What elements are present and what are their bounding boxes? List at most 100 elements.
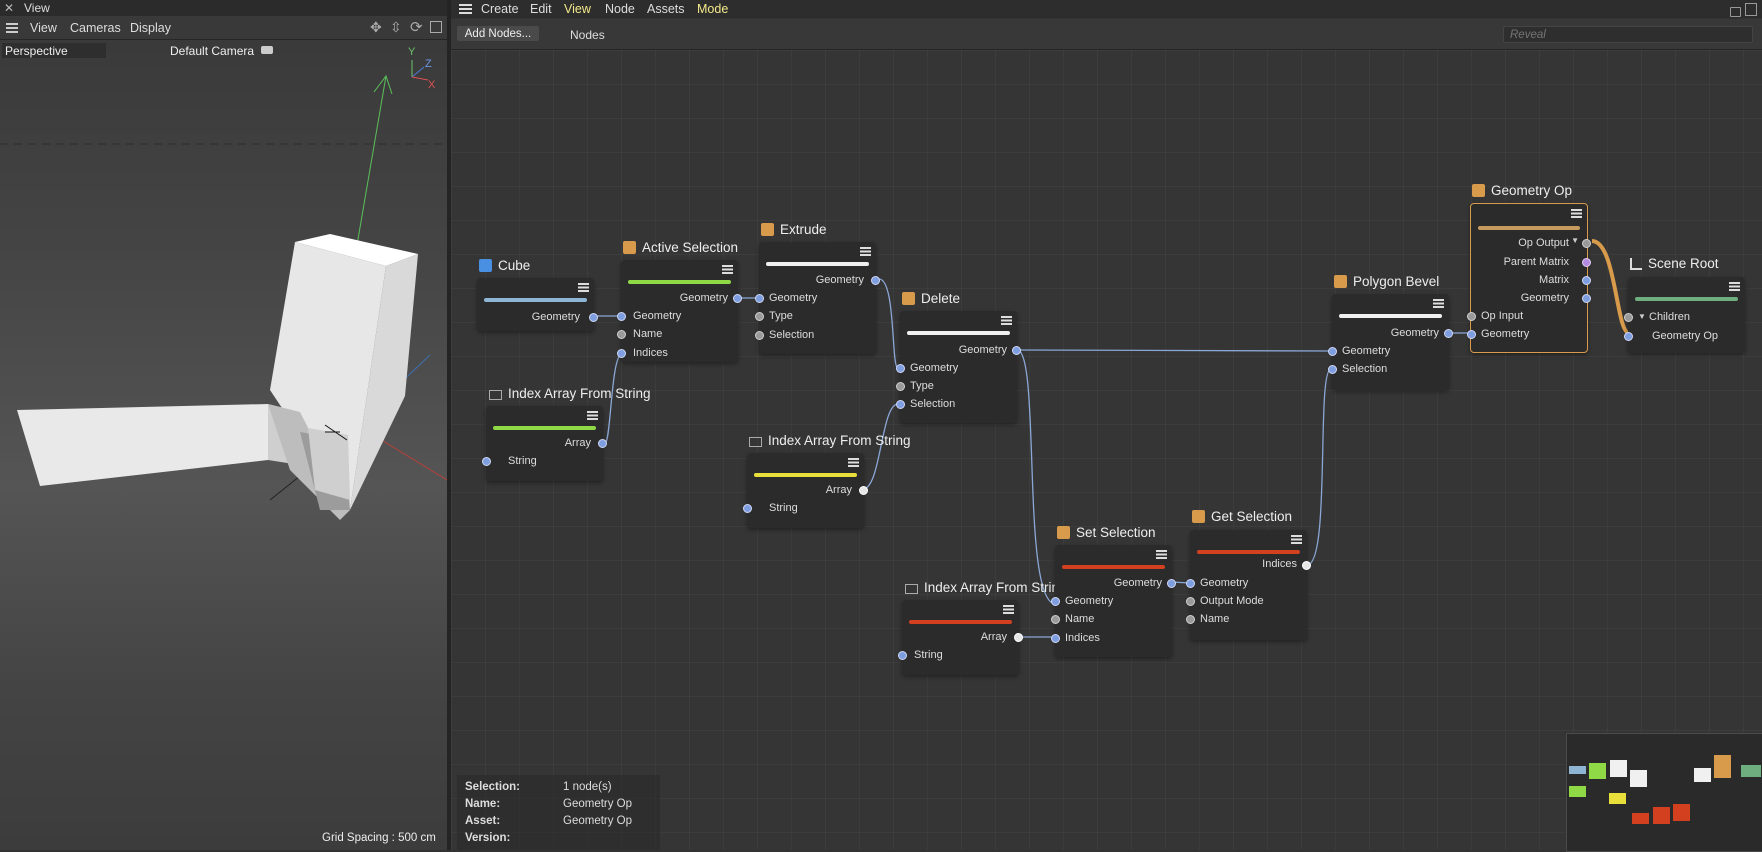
new-panel-icon[interactable] bbox=[1745, 3, 1757, 16]
camera-label[interactable]: Default Camera bbox=[170, 44, 255, 58]
node-get-selection[interactable]: Indices Geometry Output Mode Name bbox=[1186, 530, 1311, 640]
port-dot[interactable] bbox=[589, 313, 598, 322]
node-menu-icon[interactable] bbox=[1291, 535, 1302, 544]
menu-mode[interactable]: Mode bbox=[697, 2, 729, 16]
camera-icon[interactable] bbox=[261, 46, 273, 54]
node-menu-icon[interactable] bbox=[1729, 282, 1740, 291]
layout-icon[interactable] bbox=[430, 21, 442, 33]
nodes-tab[interactable]: Nodes bbox=[570, 28, 605, 42]
minimap-node bbox=[1569, 786, 1586, 797]
port-dot[interactable] bbox=[1467, 330, 1476, 339]
close-icon[interactable]: ✕ bbox=[4, 1, 15, 15]
node-set-selection[interactable]: Geometry Geometry Name Indices bbox=[1051, 545, 1176, 657]
port-dot[interactable] bbox=[1186, 615, 1195, 624]
port-dot[interactable] bbox=[1582, 294, 1591, 303]
port-dot[interactable] bbox=[1624, 332, 1633, 341]
node-title-text: Index Array From String bbox=[924, 580, 1067, 595]
3d-viewport[interactable]: Y Z X Perspective Default Camera Grid Sp… bbox=[0, 40, 447, 850]
port-dot[interactable] bbox=[733, 294, 742, 303]
wire-delete-to-setselection bbox=[1016, 349, 1056, 605]
node-cube[interactable]: Geometry bbox=[477, 278, 598, 331]
node-canvas[interactable]: Geometry Cube Array String Index Array F… bbox=[451, 50, 1762, 850]
port-dot[interactable] bbox=[1051, 615, 1060, 624]
add-nodes-button[interactable]: Add Nodes... bbox=[457, 26, 539, 41]
node-cube-title: Cube bbox=[479, 258, 530, 273]
hamburger-menu-icon[interactable] bbox=[459, 4, 472, 14]
pan-icon[interactable]: ⇳ bbox=[390, 19, 402, 35]
port-dot[interactable] bbox=[1624, 313, 1633, 322]
node-menu-icon[interactable] bbox=[578, 283, 589, 292]
port-dot[interactable] bbox=[1582, 258, 1591, 267]
port-dot[interactable] bbox=[617, 312, 626, 321]
node-index-array-3[interactable]: Array String bbox=[898, 600, 1023, 675]
menu-view[interactable]: View bbox=[564, 2, 591, 16]
node-geometry-op[interactable]: Op Output ▼ Parent Matrix Matrix Geometr… bbox=[1467, 203, 1591, 353]
node-polygon-bevel[interactable]: Geometry Geometry Selection bbox=[1328, 294, 1453, 390]
rotate-icon[interactable]: ⟳ bbox=[410, 19, 423, 36]
port-dot[interactable] bbox=[598, 439, 607, 448]
port-dot[interactable] bbox=[755, 312, 764, 321]
port-dot[interactable] bbox=[1014, 633, 1023, 642]
node-index-array-2[interactable]: Array String bbox=[743, 453, 868, 528]
port-dot[interactable] bbox=[1167, 579, 1176, 588]
menu-edit[interactable]: Edit bbox=[530, 2, 552, 16]
hamburger-menu-icon[interactable] bbox=[6, 23, 18, 33]
port-dot[interactable] bbox=[1582, 239, 1591, 248]
port-dot[interactable] bbox=[755, 331, 764, 340]
node-menu-icon[interactable] bbox=[860, 247, 871, 256]
port-dot[interactable] bbox=[617, 349, 626, 358]
y-manipulator bbox=[356, 75, 387, 246]
port-dot[interactable] bbox=[898, 651, 907, 660]
node-menu-icon[interactable] bbox=[587, 411, 598, 420]
port-dot[interactable] bbox=[1186, 597, 1195, 606]
node-menu-icon[interactable] bbox=[1156, 550, 1167, 559]
port-dot[interactable] bbox=[1012, 346, 1021, 355]
panel-splitter[interactable] bbox=[447, 0, 451, 850]
port-dot[interactable] bbox=[482, 457, 491, 466]
menu-view[interactable]: View bbox=[30, 21, 57, 35]
node-menu-icon[interactable] bbox=[1433, 299, 1444, 308]
menu-display[interactable]: Display bbox=[130, 21, 171, 35]
node-active-selection[interactable]: Geometry Geometry Name Indices bbox=[617, 260, 742, 362]
node-title-text: Index Array From String bbox=[768, 433, 911, 448]
port-dot[interactable] bbox=[617, 330, 626, 339]
port-dot[interactable] bbox=[896, 382, 905, 391]
port-dot[interactable] bbox=[1328, 347, 1337, 356]
chevron-down-icon[interactable]: ▼ bbox=[1638, 312, 1646, 321]
node-minimap[interactable] bbox=[1566, 733, 1762, 852]
port-dot[interactable] bbox=[859, 486, 868, 495]
node-index-array-1[interactable]: Array String bbox=[482, 406, 607, 481]
port-dot[interactable] bbox=[896, 400, 905, 409]
projection-dropdown[interactable] bbox=[2, 43, 106, 58]
port-dot[interactable] bbox=[1582, 276, 1591, 285]
node-extrude[interactable]: Geometry Geometry Type Selection bbox=[755, 242, 880, 354]
lock-icon[interactable] bbox=[1730, 7, 1741, 17]
move-icon[interactable]: ✥ bbox=[370, 19, 382, 35]
node-menu-icon[interactable] bbox=[722, 265, 733, 274]
chevron-down-icon[interactable]: ▼ bbox=[1571, 236, 1579, 245]
port-dot[interactable] bbox=[1186, 579, 1195, 588]
node-polygon-bevel-title: Polygon Bevel bbox=[1334, 274, 1439, 289]
node-scene-root[interactable]: ▼ Children Geometry Op bbox=[1624, 277, 1745, 353]
node-delete[interactable]: Geometry Geometry Type Selection bbox=[896, 311, 1021, 423]
port-dot[interactable] bbox=[871, 276, 880, 285]
port-dot[interactable] bbox=[1444, 329, 1453, 338]
menu-node[interactable]: Node bbox=[605, 2, 635, 16]
port-dot[interactable] bbox=[1051, 597, 1060, 606]
port-dot[interactable] bbox=[1302, 561, 1311, 570]
menu-cameras[interactable]: Cameras bbox=[70, 21, 121, 35]
port-dot[interactable] bbox=[1467, 312, 1476, 321]
menu-create[interactable]: Create bbox=[481, 2, 519, 16]
port-dot[interactable] bbox=[1328, 365, 1337, 374]
menu-assets[interactable]: Assets bbox=[647, 2, 685, 16]
port-dot[interactable] bbox=[743, 504, 752, 513]
port-dot[interactable] bbox=[755, 294, 764, 303]
node-menu-icon[interactable] bbox=[1571, 209, 1582, 218]
editor-toolbar: Add Nodes... Nodes bbox=[451, 19, 1762, 50]
port-dot[interactable] bbox=[896, 364, 905, 373]
reveal-search-input[interactable] bbox=[1503, 26, 1753, 43]
node-menu-icon[interactable] bbox=[1003, 605, 1014, 614]
node-menu-icon[interactable] bbox=[1001, 316, 1012, 325]
port-dot[interactable] bbox=[1051, 634, 1060, 643]
node-menu-icon[interactable] bbox=[848, 458, 859, 467]
